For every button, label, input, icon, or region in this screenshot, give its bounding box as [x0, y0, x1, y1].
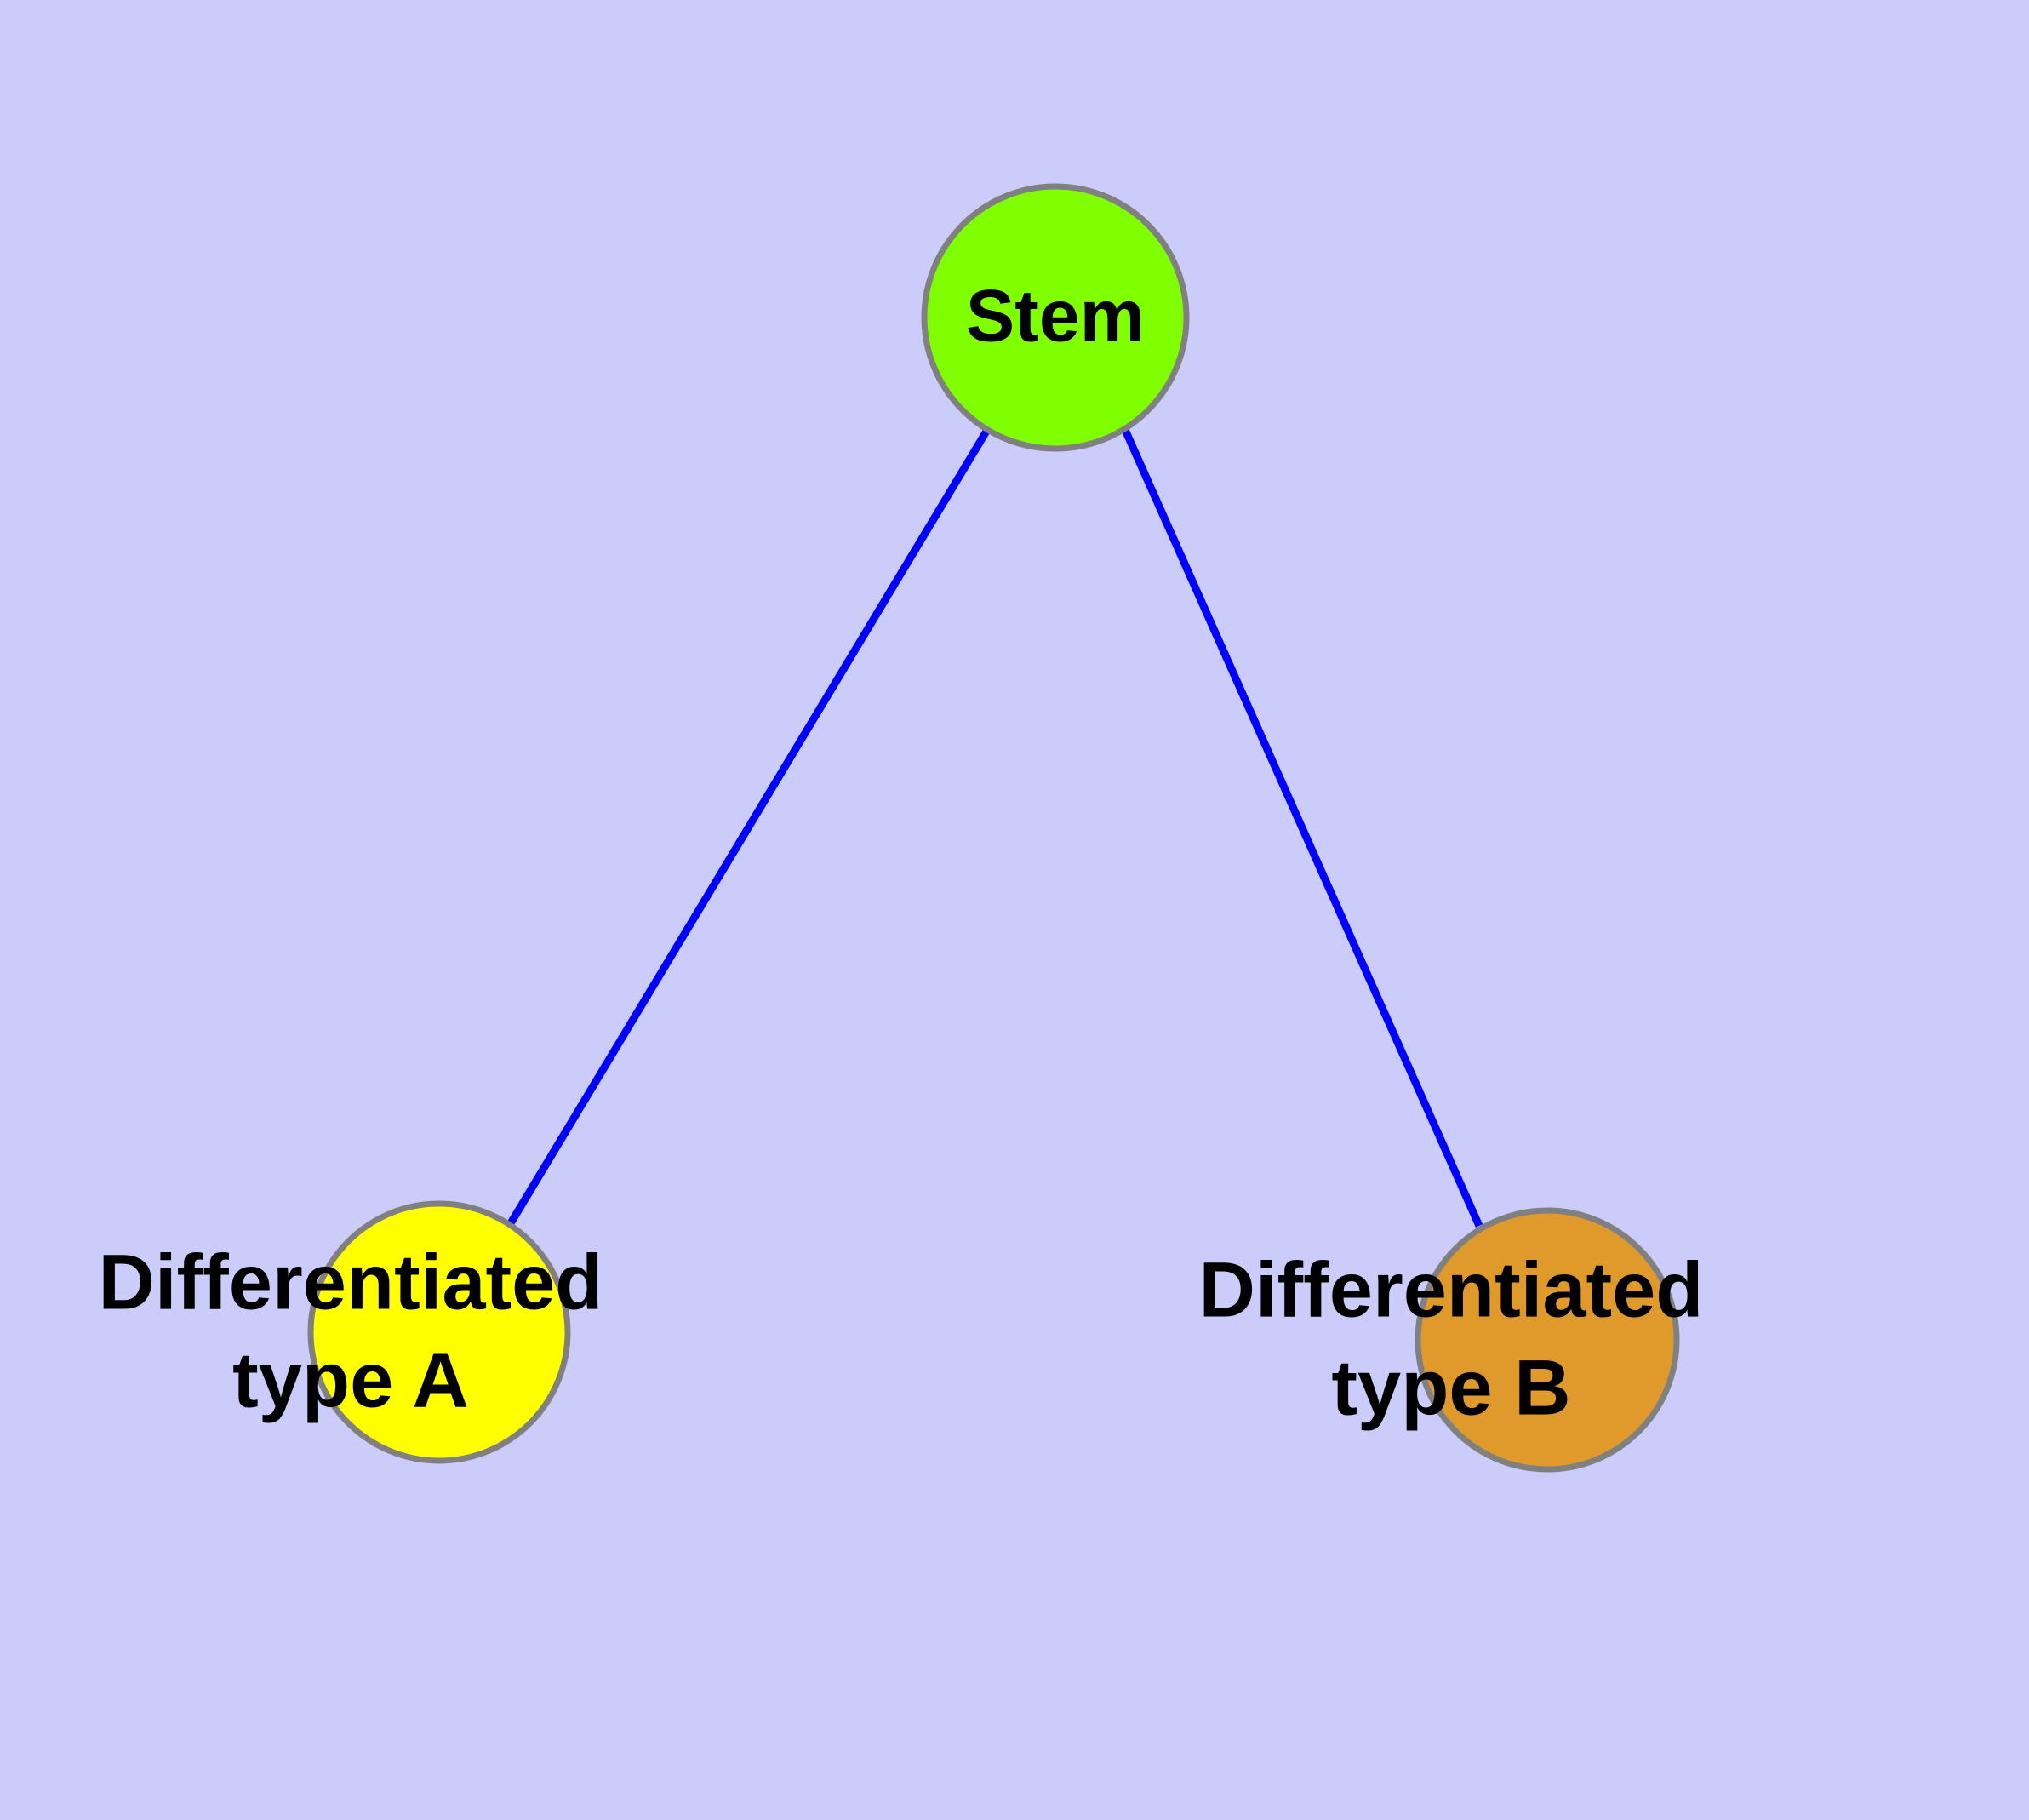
node-label-differentiated-type-b-line2: type B: [1331, 1344, 1570, 1431]
node-label-differentiated-type-b-line1: Differentiated: [1199, 1246, 1704, 1333]
edge-layer: [507, 427, 1483, 1228]
node-label-differentiated-type-a-line1: Differentiated: [99, 1239, 603, 1325]
node-label-differentiated-type-a-line2: type A: [232, 1336, 469, 1423]
node-label-stem: Stem: [966, 276, 1145, 358]
edge-stem-to-differentiated-type-a[interactable]: [507, 427, 991, 1226]
node-circle-stem[interactable]: [921, 183, 1190, 452]
node-circle-differentiated-type-a[interactable]: [307, 1200, 571, 1464]
node-layer: [307, 183, 1680, 1473]
node-circle-differentiated-type-b[interactable]: [1415, 1207, 1680, 1473]
edge-stem-to-differentiated-type-b[interactable]: [1121, 428, 1483, 1228]
label-layer: Stem Differentiated type A Differentiate…: [99, 276, 1704, 1432]
